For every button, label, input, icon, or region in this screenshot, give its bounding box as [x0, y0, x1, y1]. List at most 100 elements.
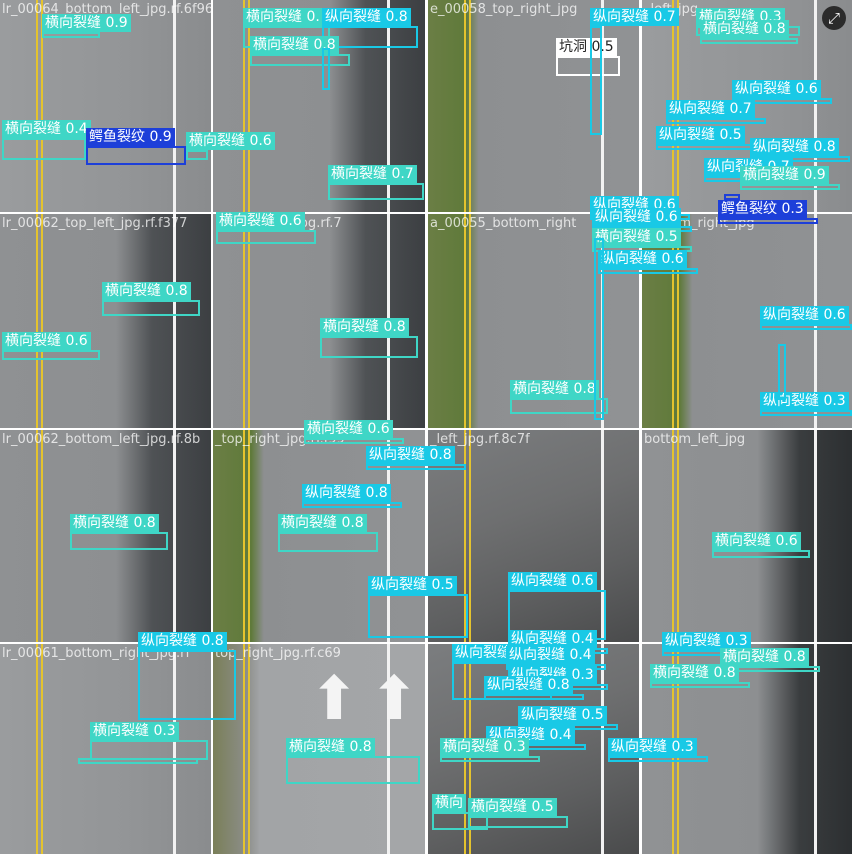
longitudinal-detection-box	[590, 26, 602, 135]
longitudinal-detection-label: 纵向裂缝 0.5	[518, 706, 607, 724]
yellow-lane-line	[672, 430, 679, 642]
longitudinal-detection-label: 纵向裂缝 0.4	[508, 630, 597, 648]
transverse-detection-box	[286, 756, 420, 784]
transverse-detection-box	[42, 32, 100, 38]
alligator-detection-label: 鳄鱼裂纹 0.9	[86, 128, 175, 146]
alligator-detection-box	[86, 146, 186, 165]
transverse-detection-label: 横向裂缝 0.6	[304, 420, 393, 438]
tile-r1c1: lr_00064_bottom_left_jpg.rf.6f96	[0, 0, 211, 212]
yellow-lane-line	[464, 214, 471, 428]
expand-icon[interactable]: ⤢	[822, 6, 846, 30]
longitudinal-detection-label: 纵向裂缝 0.8	[750, 138, 839, 156]
tile-caption: lr_00062_bottom_left_jpg.rf.8b	[2, 432, 201, 447]
white-lane-line	[601, 644, 604, 854]
longitudinal-detection-box	[666, 118, 766, 124]
longitudinal-detection-label: 纵向裂缝 0.8	[322, 8, 411, 26]
transverse-detection-label: 横向裂缝 0.8	[286, 738, 375, 756]
transverse-detection-box	[510, 398, 608, 414]
yellow-lane-line	[243, 644, 250, 854]
yellow-lane-line	[243, 214, 250, 428]
transverse-detection-box	[78, 758, 198, 764]
tile-caption: top_right_jpg.rf.c69	[215, 646, 341, 661]
transverse-detection-label: 横向裂缝 0.6	[216, 212, 305, 230]
transverse-detection-label: 横向裂缝 0.6	[186, 132, 275, 150]
transverse-detection-box	[432, 812, 488, 830]
alligator-detection-label: 鳄鱼裂纹 0.3	[718, 200, 807, 218]
transverse-detection-box	[328, 183, 424, 200]
white-lane-line	[601, 430, 604, 642]
white-lane-line	[814, 430, 817, 642]
transverse-detection-label: 横向裂缝 0.8	[720, 648, 809, 666]
longitudinal-detection-label: 纵向裂缝 0.8	[366, 446, 455, 464]
yellow-lane-line	[36, 0, 43, 212]
tile-caption: e_00058_top_right_jpg	[430, 2, 578, 17]
tile-caption: lr_00062_top_left_jpg.rf.f377	[2, 216, 188, 231]
transverse-detection-box	[320, 336, 418, 358]
longitudinal-detection-label: 纵向裂缝 0.3	[608, 738, 697, 756]
transverse-detection-label: 横向裂缝 0.8	[700, 20, 789, 38]
tile-r1c3: e_00058_top_right_jpg	[428, 0, 639, 212]
transverse-detection-label: 横向裂缝 0.6	[712, 532, 801, 550]
longitudinal-detection-box	[594, 238, 604, 420]
tile-caption: lr_00064_bottom_left_jpg.rf.6f96	[2, 2, 211, 17]
longitudinal-detection-box	[322, 48, 330, 90]
longitudinal-detection-box	[608, 756, 708, 762]
longitudinal-detection-label: 纵向裂缝 0.5	[368, 576, 457, 594]
longitudinal-detection-label: 纵向裂缝 0.8	[302, 484, 391, 502]
transverse-detection-box	[2, 138, 86, 160]
transverse-detection-label: 横向裂缝 0.3	[440, 738, 529, 756]
transverse-detection-label: 横向裂缝 0.	[243, 8, 323, 26]
tile-r2c1: lr_00062_top_left_jpg.rf.f377	[0, 214, 211, 428]
white-lane-line	[173, 0, 176, 212]
transverse-detection-label: 横向裂缝 0.8	[278, 514, 367, 532]
white-lane-line	[814, 644, 817, 854]
transverse-detection-label: 横向裂缝 0.5	[592, 228, 681, 246]
transverse-detection-box	[102, 300, 200, 316]
transverse-detection-label: 横向裂缝 0.4	[2, 120, 91, 138]
transverse-detection-label: 横向裂缝 0.8	[320, 318, 409, 336]
white-lane-line	[387, 0, 390, 212]
transverse-detection-label: 横向裂缝 0.3	[90, 722, 179, 740]
transverse-detection-box	[440, 756, 540, 762]
transverse-detection-label: 横向	[432, 794, 466, 812]
transverse-detection-label: 横向裂缝 0.8	[102, 282, 191, 300]
longitudinal-detection-label: 纵向裂缝 0.6	[592, 208, 681, 226]
road-arrow-marking: ⬆	[309, 664, 360, 734]
longitudinal-detection-label: 纵向裂缝 0.6	[598, 250, 687, 268]
pothole-detection-box	[556, 56, 620, 76]
tile-r3c1: lr_00062_bottom_left_jpg.rf.8b	[0, 430, 211, 642]
alligator-detection-box	[718, 218, 818, 224]
transverse-detection-box	[650, 682, 750, 688]
transverse-detection-box	[712, 550, 810, 558]
transverse-detection-label: 横向裂缝 0.9	[42, 14, 131, 32]
white-lane-line	[173, 430, 176, 642]
yellow-lane-line	[464, 0, 471, 212]
transverse-detection-box	[468, 816, 568, 828]
transverse-detection-label: 横向裂缝 0.6	[2, 332, 91, 350]
longitudinal-detection-box	[138, 650, 236, 720]
tile-r3c3: _left_jpg.rf.8c7f	[428, 430, 639, 642]
longitudinal-detection-label: 纵向裂缝 0.6	[508, 572, 597, 590]
white-lane-line	[601, 0, 604, 212]
longitudinal-detection-label: 纵向裂缝 0.7	[666, 100, 755, 118]
transverse-detection-label: 横向裂缝 0.8	[250, 36, 339, 54]
road-arrow-marking: ⬆	[369, 664, 420, 734]
yellow-lane-line	[243, 0, 250, 212]
transverse-detection-box	[278, 532, 378, 552]
transverse-detection-label: 横向裂缝 0.8	[510, 380, 599, 398]
tile-r4c1: lr_00061_bottom_right_jpg.rf	[0, 644, 211, 854]
longitudinal-detection-label: 纵向裂缝 0.3	[760, 392, 849, 410]
longitudinal-detection-label: 纵向裂缝 0.4	[506, 646, 595, 664]
white-lane-line	[387, 644, 390, 854]
longitudinal-detection-label: 纵向裂缝 0.6	[732, 80, 821, 98]
tile-caption: a_00055_bottom_right	[430, 216, 577, 231]
longitudinal-detection-box	[302, 502, 402, 508]
longitudinal-detection-label: 纵向裂缝 0.8	[138, 632, 227, 650]
yellow-lane-line	[672, 214, 679, 428]
yellow-lane-line	[36, 644, 43, 854]
longitudinal-detection-label: 纵向裂缝 0.7	[590, 8, 679, 26]
transverse-detection-box	[740, 184, 840, 190]
longitudinal-detection-label: 纵向裂缝 0.3	[662, 632, 751, 650]
pothole-detection-label: 坑洞 0.5	[556, 38, 617, 56]
longitudinal-detection-box	[598, 268, 698, 274]
